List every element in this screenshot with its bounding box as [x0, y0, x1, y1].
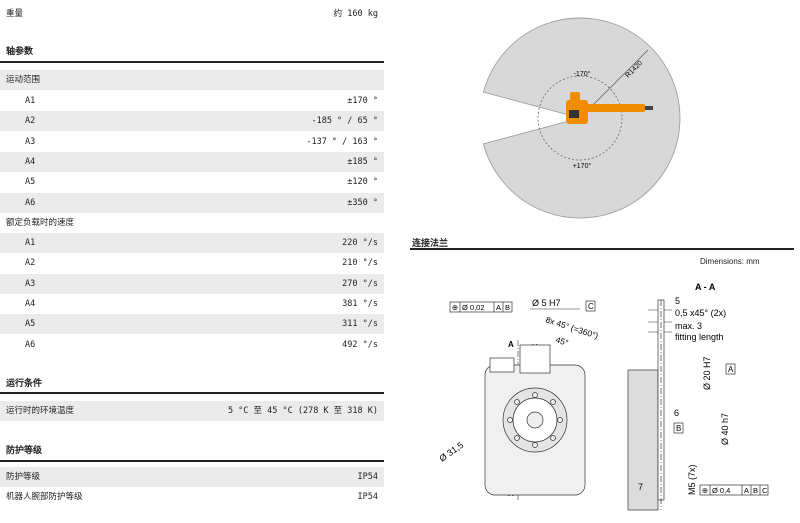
dim6-label: 6: [674, 408, 679, 418]
speed-value: 492 °/s: [342, 339, 378, 350]
speed-row: A6 492 °/s: [0, 335, 384, 355]
wrist-front-view: [484, 344, 586, 496]
operating-section-rule: [0, 392, 384, 394]
ambient-row: 运行时的环境温度 5 °C 至 45 °C (278 K 至 318 K): [0, 401, 384, 421]
ambient-value: 5 °C 至 45 °C (278 K 至 318 K): [227, 406, 378, 416]
tolerance-frame-bottom: ⊕ Ø 0,4 A B C: [699, 484, 769, 496]
workspace-diagram: -170° +170° R1420: [482, 17, 681, 219]
dimensions-note: Dimensions: mm: [700, 257, 760, 266]
weight-row: 重量 约 160 kg: [0, 4, 384, 24]
tolerance-frame-top: ⊕ Ø 0,02 A B: [449, 301, 513, 313]
speed-axis: A2: [25, 258, 36, 269]
axis-section-title: 轴参数: [6, 47, 34, 57]
dim7-label: 7: [638, 482, 643, 492]
range-axis: A4: [25, 156, 36, 167]
ref-a-section: A: [728, 365, 734, 374]
range-row: A6 ±350 °: [0, 192, 384, 213]
wrist-protection-label: 机器人腕部防护等级: [6, 492, 83, 502]
range-axis: A1: [25, 96, 36, 106]
speed-value: 270 °/s: [342, 278, 378, 289]
angle-45-label: 45°: [554, 334, 569, 347]
label-minus170: -170°: [574, 70, 591, 78]
position-icon-bottom: ⊕: [702, 486, 708, 495]
speed-row: A1 220 °/s: [0, 233, 384, 253]
wrist-protection-row: 机器人腕部防护等级 IP54: [0, 487, 384, 507]
range-axis: A3: [25, 136, 36, 147]
speed-value: 311 °/s: [342, 319, 378, 330]
range-header-row: 运动范围: [0, 70, 384, 90]
range-value: ±350 °: [347, 197, 378, 208]
speed-axis: A6: [25, 339, 36, 350]
ref-b-bottom: B: [753, 486, 758, 495]
hole-label: Ø 5 H7: [532, 298, 561, 308]
d40-label: Ø 40 h7: [720, 413, 730, 445]
ref-b-label: B: [505, 303, 510, 312]
angle-label: 8x 45° (=360°): [544, 314, 599, 340]
flange-drawing: ⊕ Ø 0,02 A B Ø 5 H7 C 8x 45° (=360°) 45°…: [437, 282, 769, 511]
inner-range-circle: [537, 75, 623, 161]
protection-label: 防护等级: [6, 472, 41, 482]
range-value: -185 ° / 65 °: [311, 116, 378, 127]
speed-axis: A4: [25, 298, 36, 309]
speed-header: 额定负载时的速度: [6, 218, 75, 228]
range-value: ±170 °: [347, 96, 378, 106]
speed-row: A2 210 °/s: [0, 253, 384, 273]
max3-label: max. 3: [675, 321, 702, 331]
label-plus170: +170°: [573, 162, 592, 170]
speed-row: A5 311 °/s: [0, 314, 384, 335]
speed-value: 381 °/s: [342, 298, 378, 309]
d20-label: Ø 20 H7: [702, 356, 712, 390]
speed-header-row: 额定负载时的速度: [0, 213, 384, 233]
range-value: ±185 °: [347, 156, 378, 167]
dia-label: Ø 31,5: [437, 440, 465, 464]
range-row: A1 ±170 °: [0, 91, 384, 111]
chamfer-label: 0,5 x45° (2x): [675, 308, 726, 318]
range-value: -137 ° / 163 °: [306, 136, 378, 147]
tol-bottom-label: Ø 0,4: [712, 486, 730, 495]
range-header: 运动范围: [6, 75, 41, 85]
ambient-label: 运行时的环境温度: [6, 406, 75, 416]
m5-label: M5 (7x): [687, 464, 697, 495]
robot-topview: [566, 92, 653, 124]
range-axis: A5: [25, 177, 36, 188]
speed-axis: A3: [25, 278, 36, 289]
weight-value: 约 160 kg: [333, 9, 378, 19]
speed-value: 210 °/s: [342, 258, 378, 269]
speed-row: A3 270 °/s: [0, 273, 384, 294]
section-mark-top: A: [508, 340, 514, 349]
protection-section-title: 防护等级: [6, 446, 43, 456]
speed-axis: A5: [25, 319, 36, 330]
protection-value: IP54: [357, 472, 378, 482]
speed-row: A4 381 °/s: [0, 294, 384, 314]
protection-row: 防护等级 IP54: [0, 467, 384, 487]
flange-section-rule: [410, 248, 794, 250]
range-row: A5 ±120 °: [0, 172, 384, 192]
section-title: A - A: [695, 282, 716, 292]
ref-c-bottom: C: [762, 486, 768, 495]
operating-section-title: 运行条件: [6, 379, 43, 389]
ref-a-bottom: A: [744, 486, 749, 495]
range-axis: A2: [25, 116, 36, 127]
weight-label: 重量: [6, 9, 24, 19]
position-icon: ⊕: [452, 303, 458, 312]
range-axis: A6: [25, 197, 36, 208]
wrist-protection-value: IP54: [357, 492, 378, 502]
range-row: A4 ±185 °: [0, 151, 384, 172]
fitting-label: fitting length: [675, 332, 724, 342]
range-value: ±120 °: [347, 177, 378, 188]
range-row: A2 -185 ° / 65 °: [0, 111, 384, 132]
ref-a-label: A: [496, 303, 501, 312]
tol-left-label: Ø 0,02: [462, 303, 485, 312]
ref-b-section: B: [676, 424, 681, 433]
dim5-label: 5: [675, 296, 680, 306]
axis-section-rule: [0, 61, 384, 63]
speed-axis: A1: [25, 238, 36, 248]
flange-section-title: 连接法兰: [412, 239, 449, 249]
ref-c-label: C: [588, 302, 594, 311]
speed-value: 220 °/s: [342, 238, 378, 248]
protection-section-rule: [0, 460, 384, 462]
section-view: [627, 299, 665, 511]
range-row: A3 -137 ° / 163 °: [0, 132, 384, 152]
